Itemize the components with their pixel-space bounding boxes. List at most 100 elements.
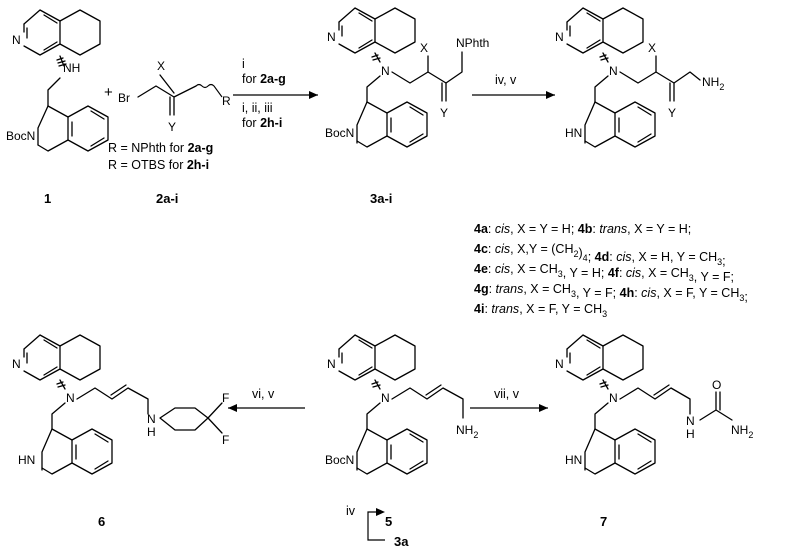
atom-label: HN	[565, 126, 582, 140]
legend-segment: :	[488, 262, 495, 276]
legend-segment: ;	[744, 290, 747, 304]
atom-label: N	[381, 64, 390, 78]
legend-segment: :	[489, 282, 496, 296]
compound-1-structure	[23, 9, 109, 152]
legend-segment: , X = Y = H;	[627, 222, 691, 236]
atom-label: X	[420, 41, 428, 55]
legend-segment: 4	[583, 253, 588, 263]
atom-label: Br	[118, 91, 130, 105]
legend-segment: 3	[689, 273, 694, 283]
compound-5-structure	[338, 334, 464, 475]
legend-line: 4a: cis, X = Y = H; 4b: trans, X = Y = H…	[474, 222, 691, 236]
arrow1-condition-c: i, ii, iii	[242, 101, 273, 115]
legend-segment: , X = F, Y = CH	[519, 302, 602, 316]
atom-label: H	[686, 427, 695, 441]
compound-3-structure	[338, 7, 463, 148]
reagent-note-line-1: R = NPhth for 2a-g	[108, 141, 213, 155]
legend-segment: cis	[616, 250, 631, 264]
arrow1-condition-d: for 2h-i	[242, 116, 282, 130]
legend-segment: )	[579, 246, 583, 260]
legend-segment: :	[592, 222, 599, 236]
atom-label: N	[327, 357, 336, 371]
legend-segment: cis	[495, 222, 510, 236]
atom-label: N	[327, 30, 336, 44]
atom-label: NH2	[702, 75, 724, 92]
atom-label: BocN	[325, 126, 354, 140]
legend-segment: trans	[491, 302, 519, 316]
atom-label: N	[609, 391, 618, 405]
atom-label: H	[147, 425, 156, 439]
arrow1-condition-b: for 2a-g	[242, 72, 286, 86]
atom-label: NH	[63, 61, 80, 75]
atom-label: N	[381, 391, 390, 405]
legend-segment: , X = Y = H;	[510, 222, 578, 236]
arrow4-condition: vii, v	[494, 387, 520, 401]
legend-segment: 4g	[474, 282, 489, 296]
legend-segment: cis	[641, 286, 656, 300]
atom-label: R	[222, 94, 231, 108]
atom-label: F	[222, 433, 229, 447]
atom-label: Y	[668, 106, 676, 120]
legend-segment: , Y = H;	[563, 266, 608, 280]
legend-segment: 2	[573, 249, 578, 259]
reagent-note-line-2: R = OTBS for 2h-i	[108, 158, 209, 172]
legend-segment: , X = CH	[510, 262, 558, 276]
legend-segment: , X = H, Y = CH	[631, 250, 717, 264]
atom-label: N	[12, 33, 21, 47]
legend-segment: trans	[496, 282, 524, 296]
legend-segment: 4e	[474, 262, 488, 276]
atom-label: X	[648, 41, 656, 55]
legend-segment: :	[488, 242, 495, 256]
legend-segment: 4h	[620, 286, 635, 300]
compound-label-7: 7	[600, 514, 607, 529]
legend-segment: cis	[495, 262, 510, 276]
legend-segment: 3	[558, 269, 563, 279]
atom-label: N	[555, 30, 564, 44]
atom-label: Y	[440, 106, 448, 120]
legend-segment: cis	[626, 266, 641, 280]
legend-segment: , X = CH	[523, 282, 571, 296]
plus-sign: +	[104, 84, 113, 101]
compound-4-legend: 4a: cis, X = Y = H; 4b: trans, X = Y = H…	[474, 222, 748, 319]
legend-segment: 4b	[578, 222, 593, 236]
atom-label: NPhth	[456, 36, 489, 50]
legend-segment: 3	[717, 257, 722, 267]
atom-label: N	[66, 391, 75, 405]
legend-line: 4g: trans, X = CH3, Y = F; 4h: cis, X = …	[474, 282, 748, 304]
atom-label: N	[555, 357, 564, 371]
reaction-arrow-5	[367, 508, 385, 541]
compound-label-2: 2a-i	[156, 191, 178, 206]
atom-label: HN	[18, 453, 35, 467]
atom-label: BocN	[6, 129, 35, 143]
compound-2-structure	[137, 74, 223, 116]
atom-label: F	[222, 391, 229, 405]
legend-segment: , X = CH	[641, 266, 689, 280]
atom-label: N	[147, 412, 156, 426]
atom-label: Y	[168, 120, 176, 134]
arrow1-condition-a: i	[242, 57, 245, 71]
reaction-arrow-4	[470, 404, 548, 412]
legend-segment: 4c	[474, 242, 488, 256]
legend-segment: , Y = F;	[576, 286, 620, 300]
arrow2-condition: iv, v	[495, 73, 517, 87]
compound-4-structure	[566, 7, 701, 148]
legend-segment: 3	[602, 309, 607, 319]
legend-segment: :	[484, 302, 491, 316]
legend-segment: ;	[588, 250, 595, 264]
legend-line: 4c: cis, X,Y = (CH2)4; 4d: cis, X = H, Y…	[474, 242, 726, 268]
legend-segment: , Y = F;	[694, 270, 734, 284]
legend-line: 4i: trans, X = F, Y = CH3	[474, 302, 607, 319]
atom-label: X	[157, 59, 165, 73]
atom-label: BocN	[325, 453, 354, 467]
compound-label-3a: 3a	[394, 534, 409, 549]
legend-segment: trans	[599, 222, 627, 236]
legend-segment: :	[634, 286, 641, 300]
compound-7-structure	[566, 334, 733, 475]
legend-line: 4e: cis, X = CH3, Y = H; 4f: cis, X = CH…	[474, 262, 734, 284]
legend-segment: 4f	[608, 266, 620, 280]
legend-segment: , X,Y = (CH	[510, 242, 573, 256]
atom-label: HN	[565, 453, 582, 467]
atom-label: NH2	[731, 423, 753, 440]
legend-segment: 3	[739, 293, 744, 303]
